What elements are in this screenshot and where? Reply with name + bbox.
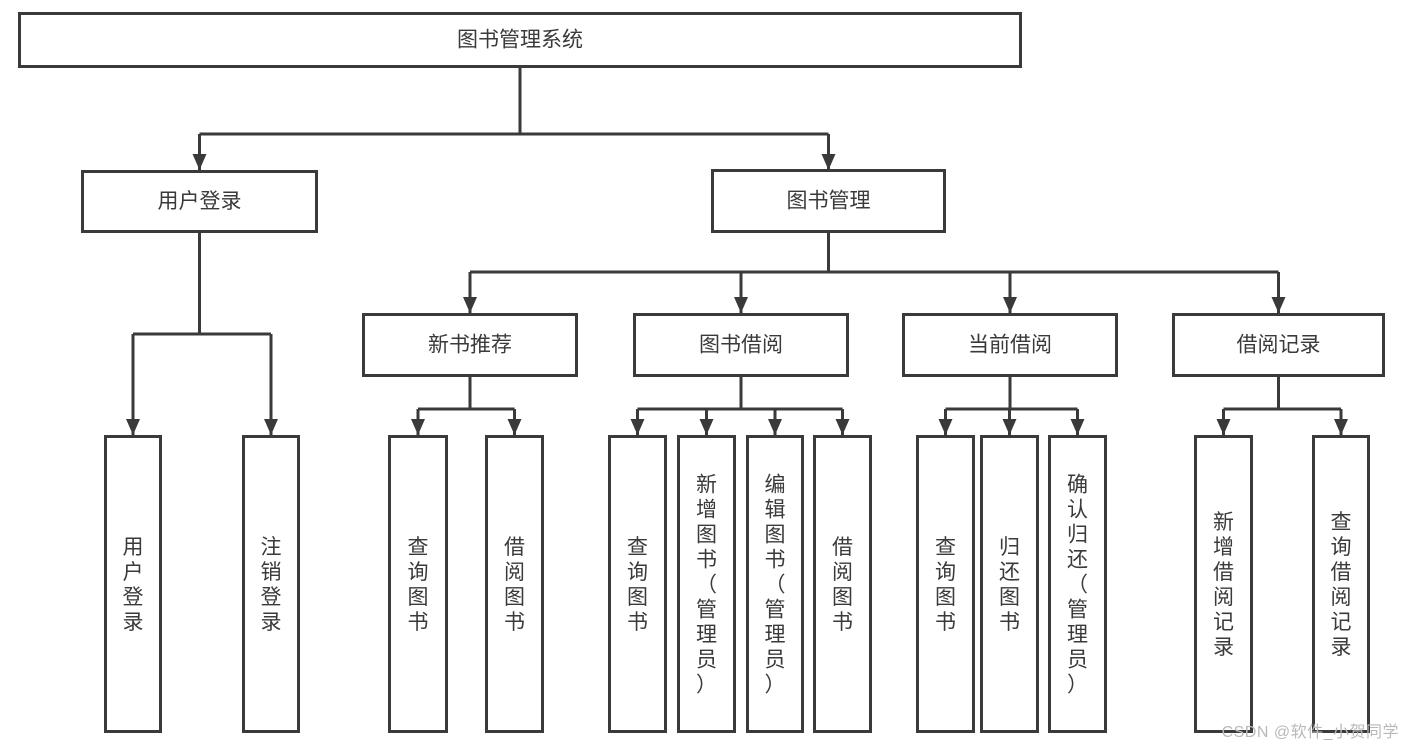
node-label: 新书推荐 [428, 334, 512, 357]
node-box [1172, 313, 1385, 377]
node-label: 借阅图书 [832, 536, 853, 634]
node-box [388, 435, 448, 733]
node-layer: 图书管理系统用户登录图书管理新书推荐图书借阅当前借阅借阅记录用户登录注销登录查询… [18, 12, 1385, 733]
arrowhead-icon [734, 297, 748, 313]
node-label: 当前借阅 [968, 334, 1052, 357]
node-leaf-7[interactable]: 借阅图书 [813, 435, 872, 733]
node-l2-2[interactable]: 当前借阅 [902, 313, 1118, 377]
node-l2-3[interactable]: 借阅记录 [1172, 313, 1385, 377]
node-leaf-6[interactable]: 编辑图书（管理员） [746, 435, 804, 733]
node-box [362, 313, 578, 377]
node-box [711, 169, 946, 233]
node-box [608, 435, 667, 733]
node-l1-1[interactable]: 图书管理 [711, 169, 946, 233]
node-label: 图书借阅 [699, 334, 783, 357]
node-label: 用户登录 [158, 190, 242, 213]
watermark: CSDN @软件_小贺同学 [1221, 724, 1399, 741]
node-box [1312, 435, 1370, 733]
arrowhead-icon [1334, 419, 1348, 435]
arrowhead-icon [699, 419, 714, 435]
node-leaf-5[interactable]: 新增图书（管理员） [677, 435, 736, 733]
arrowhead-icon [1003, 297, 1017, 313]
node-label: 查询图书 [935, 536, 956, 634]
node-label: 查询图书 [627, 536, 648, 634]
node-box [104, 435, 162, 733]
arrowhead-icon [1216, 419, 1231, 435]
node-box [813, 435, 872, 733]
arrowhead-icon [1070, 419, 1085, 435]
node-label: 编辑图书（管理员） [765, 474, 786, 697]
node-l1-0[interactable]: 用户登录 [81, 170, 318, 233]
node-box [1194, 435, 1253, 733]
connector-layer [126, 68, 1348, 435]
node-label: 图书管理系统 [457, 29, 583, 52]
node-leaf-9[interactable]: 归还图书 [980, 435, 1039, 733]
arrowhead-icon [264, 419, 278, 435]
node-box [81, 170, 318, 233]
node-box [242, 435, 300, 733]
arrowhead-icon [938, 419, 953, 435]
arrowhead-icon [1002, 419, 1017, 435]
arrowhead-icon [768, 419, 782, 435]
arrowhead-icon [630, 419, 645, 435]
node-leaf-4[interactable]: 查询图书 [608, 435, 667, 733]
node-leaf-1[interactable]: 注销登录 [242, 435, 300, 733]
node-box [485, 435, 544, 733]
node-leaf-10[interactable]: 确认归还（管理员） [1048, 435, 1107, 733]
node-leaf-11[interactable]: 新增借阅记录 [1194, 435, 1253, 733]
node-leaf-0[interactable]: 用户登录 [104, 435, 162, 733]
node-box [1048, 435, 1107, 733]
node-l2-0[interactable]: 新书推荐 [362, 313, 578, 377]
node-box [633, 313, 849, 377]
arrowhead-icon [507, 419, 522, 435]
node-label: 确认归还（管理员） [1067, 474, 1088, 697]
node-leaf-12[interactable]: 查询借阅记录 [1312, 435, 1370, 733]
node-box [677, 435, 736, 733]
node-label: 查询图书 [408, 536, 429, 634]
node-label: 用户登录 [123, 536, 144, 634]
node-box [980, 435, 1039, 733]
node-label: 新增借阅记录 [1213, 511, 1234, 659]
node-label: 注销登录 [261, 536, 282, 634]
arrowhead-icon [821, 154, 836, 170]
node-label: 新增图书（管理员） [696, 474, 717, 697]
arrowhead-icon [411, 419, 425, 435]
node-box [18, 12, 1022, 68]
arrowhead-icon [835, 419, 850, 435]
node-box [746, 435, 804, 733]
arrowhead-icon [192, 154, 207, 170]
node-label: 图书管理 [787, 190, 871, 213]
node-label: 查询借阅记录 [1331, 511, 1352, 659]
node-leaf-3[interactable]: 借阅图书 [485, 435, 544, 733]
node-box [902, 313, 1118, 377]
node-label: 借阅图书 [504, 536, 525, 634]
arrowhead-icon [463, 297, 477, 313]
arrowhead-icon [126, 419, 140, 435]
node-label: 借阅记录 [1237, 334, 1321, 357]
node-leaf-8[interactable]: 查询图书 [916, 435, 975, 733]
node-label: 归还图书 [999, 536, 1020, 634]
node-root-0[interactable]: 图书管理系统 [18, 12, 1022, 68]
arrowhead-icon [1271, 297, 1286, 313]
node-leaf-2[interactable]: 查询图书 [388, 435, 448, 733]
node-box [916, 435, 975, 733]
node-l2-1[interactable]: 图书借阅 [633, 313, 849, 377]
